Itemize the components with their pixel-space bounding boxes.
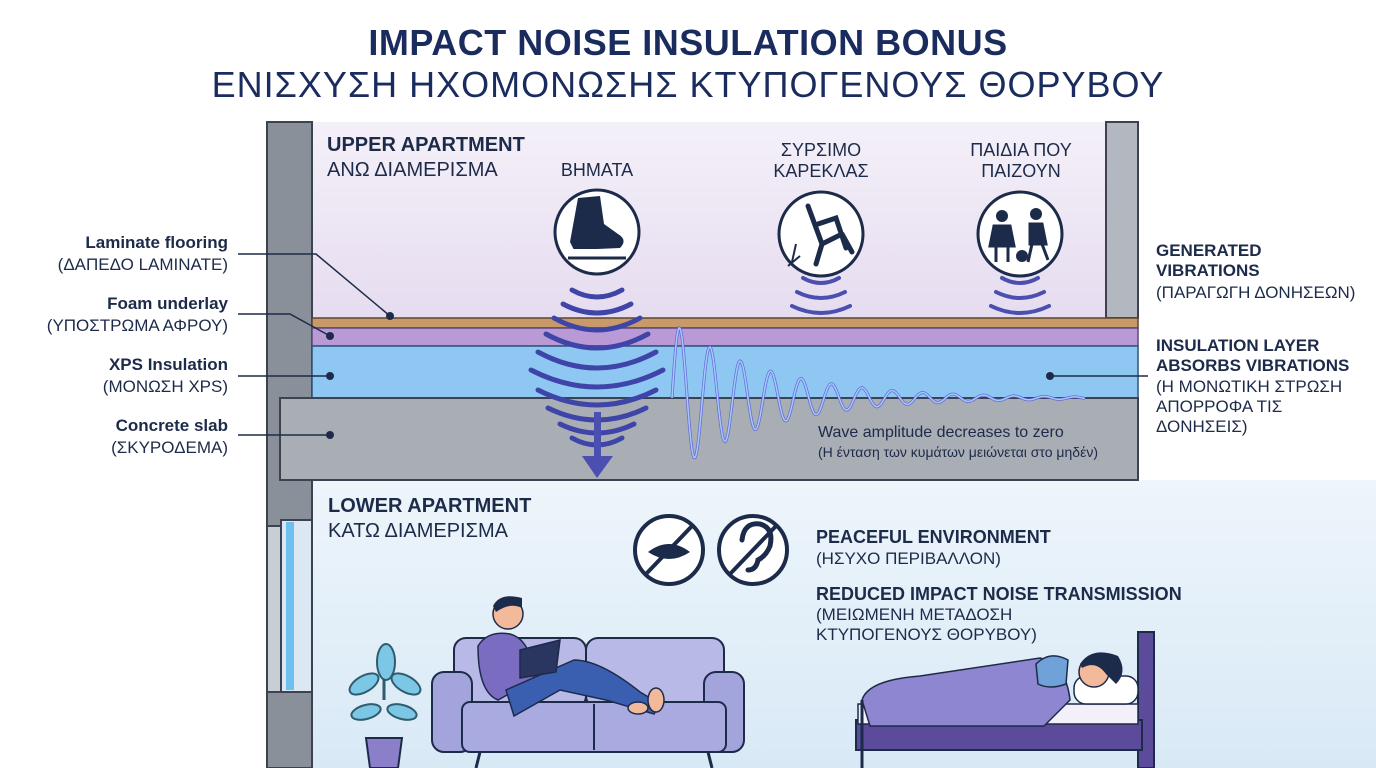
no-ear-icon <box>717 514 789 586</box>
insulation-note-greek-line2: ΑΠΟΡΡΟΦΑ ΤΙΣ ΔΟΝΗΣΕΙΣ) <box>1156 397 1283 436</box>
right-wall <box>1105 121 1139 319</box>
chair-drag-icon <box>777 190 865 278</box>
upper-apartment-label: UPPER APARTMENT <box>327 134 525 156</box>
window-frame <box>280 519 313 693</box>
main-title-greek: ΕΝΙΣΧΥΣΗ ΗΧΟΜΟΝΩΣΗΣ ΚΤΥΠΟΓΕΝΟΥΣ ΘΟΡΥΒΟΥ <box>211 64 1165 105</box>
reduced-noise-greek-line1: (ΜΕΙΩΜΕΝΗ ΜΕΤΑΔΟΣΗ <box>816 605 1013 624</box>
layer-label-foam-greek: (ΥΠΟΣΤΡΩΜΑ ΑΦΡΟΥ) <box>46 316 228 335</box>
generated-vibrations-line1: GENERATED <box>1156 241 1262 260</box>
layer-label-concrete-greek: (ΣΚΥΡΟΔΕΜΑ) <box>111 438 228 457</box>
layer-label-laminate-greek: (ΔΑΠΕΔΟ LAMINATE) <box>57 255 228 274</box>
lower-apartment-label-greek: ΚΑΤΩ ΔΙΑΜΕΡΙΣΜΑ <box>328 520 508 542</box>
layer-label-xps: XPS Insulation <box>108 355 228 374</box>
activity-label-chair-line2: ΚΑΡΕΚΛΑΣ <box>773 161 869 181</box>
xps-layer <box>311 345 1139 399</box>
left-wall-bottom <box>266 691 313 768</box>
layer-label-laminate: Laminate flooring <box>85 233 228 252</box>
dot-xps <box>326 372 334 380</box>
generated-vibrations-line2: VIBRATIONS <box>1156 261 1260 280</box>
leader-laminate <box>238 253 391 317</box>
insulation-note-line2: ABSORBS VIBRATIONS <box>1156 356 1350 375</box>
window-glass <box>286 522 294 690</box>
dot-foam <box>326 332 334 340</box>
reduced-noise-greek-line2: ΚΤΥΠΟΓΕΝΟΥΣ ΘΟΡΥΒΟΥ) <box>816 625 1037 644</box>
footstep-shoe-icon <box>553 188 641 276</box>
no-mouth-icon <box>633 514 705 586</box>
down-arrow <box>582 412 613 478</box>
dot-laminate <box>386 312 394 320</box>
activity-label-chair-line1: ΣΥΡΣΙΜΟ <box>780 140 862 160</box>
insulation-note-greek-line1: (Η ΜΟΝΩΤΙΚΗ ΣΤΡΩΣΗ <box>1156 377 1343 396</box>
upper-apartment-label-greek: ΑΝΩ ΔΙΑΜΕΡΙΣΜΑ <box>327 159 498 181</box>
dot-concrete <box>326 431 334 439</box>
concrete-layer <box>279 397 1139 481</box>
person-reading <box>477 596 665 718</box>
peaceful-environment-greek: (ΗΣΥΧΟ ΠΕΡΙΒΑΛΛΟΝ) <box>816 549 1001 568</box>
foam-layer <box>311 327 1139 347</box>
damped-wave-glow <box>671 326 1086 459</box>
children-playing-icon <box>976 190 1064 278</box>
children-vibration-arcs <box>989 276 1051 315</box>
generated-vibrations-greek: (ΠΑΡΑΓΩΓΗ ΔΟΝΗΣΕΩΝ) <box>1156 283 1356 302</box>
reduced-noise-label: REDUCED IMPACT NOISE TRANSMISSION <box>816 584 1182 604</box>
chair-vibration-arcs <box>790 276 852 315</box>
insulation-note-line1: INSULATION LAYER <box>1156 336 1320 355</box>
layer-label-foam: Foam underlay <box>107 294 228 313</box>
potted-plant <box>348 643 422 768</box>
leader-foam <box>238 313 331 337</box>
wave-note: Wave amplitude decreases to zero <box>818 424 1064 441</box>
activity-label-children-line1: ΠΑΙΔΙΑ ΠΟΥ <box>970 140 1072 160</box>
wave-note-greek: (Η ένταση των κυμάτων μειώνεται στο μηδέ… <box>818 444 1098 460</box>
activity-label-children-line2: ΠΑΙΖΟΥΝ <box>981 161 1061 181</box>
layer-label-xps-greek: (ΜΟΝΩΣΗ XPS) <box>102 377 228 396</box>
main-title: IMPACT NOISE INSULATION BONUS <box>368 22 1008 63</box>
upper-room <box>312 122 1106 318</box>
left-wall-lower <box>266 525 282 697</box>
lower-apartment-label: LOWER APARTMENT <box>328 495 532 517</box>
dot-insulation <box>1046 372 1054 380</box>
bed <box>855 631 1155 768</box>
activity-label-footsteps: ΒΗΜΑΤΑ <box>560 160 634 180</box>
peaceful-environment-label: PEACEFUL ENVIRONMENT <box>816 527 1051 547</box>
laminate-layer <box>311 317 1139 329</box>
layer-label-concrete: Concrete slab <box>115 416 228 435</box>
